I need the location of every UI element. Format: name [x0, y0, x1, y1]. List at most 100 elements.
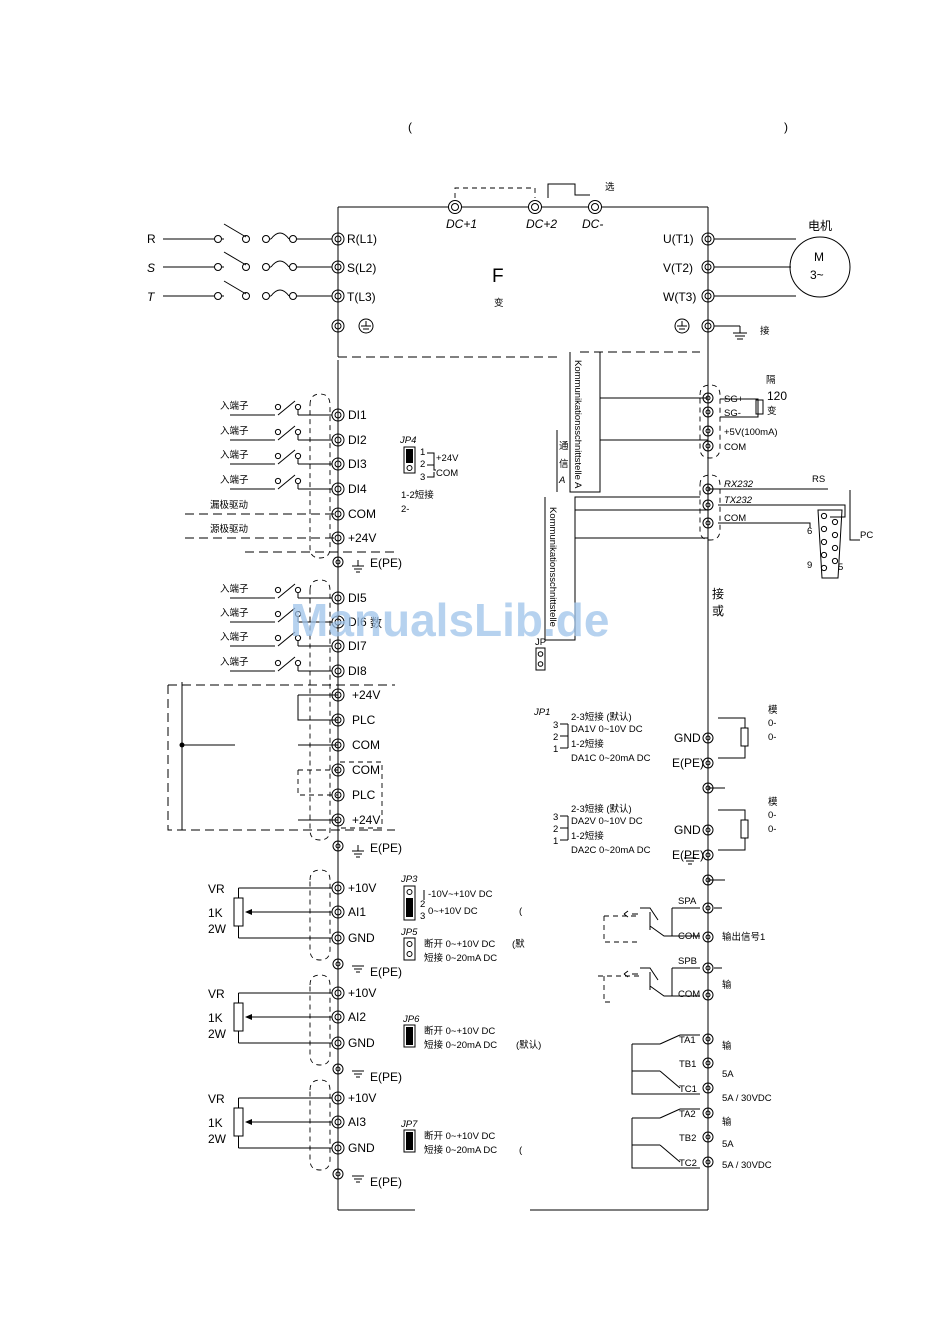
jumper-jp7[interactable]: JP7 断开 0~+10V DC 短接 0~20mA DC (: [400, 1119, 523, 1156]
jp4-pin3: 3: [420, 472, 425, 483]
plc-block-label-1: +24V: [352, 688, 380, 702]
ai3-terminal-1[interactable]: [331, 1091, 345, 1105]
ao2-gnd-terminal[interactable]: [702, 849, 714, 861]
ai3-terminal-3[interactable]: [331, 1141, 345, 1155]
ao1-gnd-terminal[interactable]: [702, 757, 714, 769]
ai1-label-1: +10V: [348, 881, 376, 895]
plc-block-terminal-4[interactable]: [331, 763, 345, 777]
ai2-terminal-1[interactable]: [331, 986, 345, 1000]
epe-terminal-1[interactable]: [332, 556, 344, 568]
ai3-terminal-2[interactable]: [331, 1115, 345, 1129]
terminal-r-l1[interactable]: [331, 232, 345, 246]
relay-1-rating-2: 5A / 30VDC: [722, 1093, 772, 1104]
potentiometer-icon[interactable]: [233, 1098, 252, 1148]
terminal-dc2[interactable]: [528, 200, 542, 214]
comm-port-terminal-1[interactable]: [702, 392, 714, 404]
di7-terminal[interactable]: [331, 639, 345, 653]
ao2-pin-1: 3: [553, 812, 558, 823]
ai1-terminal-1[interactable]: [331, 881, 345, 895]
di2-terminal[interactable]: [331, 433, 345, 447]
jumper-jp5[interactable]: JP5 断开 0~+10V DC 短接 0~20mA DC (默: [400, 927, 525, 964]
terminal-v-label: V(T2): [663, 261, 693, 275]
spa-terminal[interactable]: [702, 902, 714, 914]
ai3-epe-terminal[interactable]: [332, 1168, 344, 1180]
isolation-fragment: 隔: [766, 375, 776, 386]
ai1-epe-label: E(PE): [370, 965, 402, 979]
spb-com-label: COM: [678, 989, 700, 1000]
motor-lead-3: [701, 289, 796, 303]
spb-com-terminal[interactable]: [702, 989, 714, 1001]
relay-2-label-1: TA2: [679, 1109, 696, 1120]
di1-label: DI1: [348, 408, 367, 422]
ai1-terminal-2[interactable]: [331, 905, 345, 919]
jumper-jp3[interactable]: JP3 2 3 -10V~+10V DC 0~+10V DC (: [400, 874, 523, 922]
terminal-dc1[interactable]: [448, 200, 462, 214]
di6-terminal[interactable]: [331, 615, 345, 629]
plc-block-terminal-2[interactable]: [331, 713, 345, 727]
spa-com-terminal[interactable]: [702, 931, 714, 943]
comm-port-terminal-4[interactable]: [702, 440, 714, 452]
comm-port-terminal-3[interactable]: [702, 425, 714, 437]
ao2-note-default: 2-3短接 (默认): [571, 803, 632, 815]
terminal-dc-minus[interactable]: [588, 200, 602, 214]
di5-terminal[interactable]: [331, 591, 345, 605]
dc1-label: DC+1: [446, 217, 477, 231]
ao1-out-terminal[interactable]: [702, 732, 714, 744]
ao1-note-c: DA1C 0~20mA DC: [571, 753, 651, 764]
jumper-jp4[interactable]: JP4 1 2 3 +24V COM 1-2短接 2-: [399, 435, 459, 515]
terminal-s-l2[interactable]: [331, 260, 345, 274]
db9-connector-icon[interactable]: 6 9 5: [807, 509, 843, 579]
comm-port-terminal-2[interactable]: [702, 406, 714, 418]
relay-2-terminal-2[interactable]: [702, 1131, 714, 1143]
power-label-2: 2W: [208, 1027, 227, 1041]
ai2-terminal-3[interactable]: [331, 1036, 345, 1050]
sink-drive-label: 漏极驱动: [210, 499, 248, 511]
breaker-phase-3: [163, 280, 345, 303]
ao2-v1: 0-: [768, 810, 776, 821]
relay-2-terminal-3[interactable]: [702, 1156, 714, 1168]
relay-1-terminal-1[interactable]: [702, 1033, 714, 1045]
ao2-out-terminal[interactable]: [702, 824, 714, 836]
plc-block-terminal-6[interactable]: [331, 813, 345, 827]
plc-block-terminal-1[interactable]: [331, 688, 345, 702]
relay-2-terminal-1[interactable]: [702, 1107, 714, 1119]
jp4-pin1: 1: [420, 447, 425, 458]
di1-terminal[interactable]: [331, 408, 345, 422]
power-label-1: 2W: [208, 922, 227, 936]
breaker-phase-1: [163, 223, 345, 246]
di8-terminal[interactable]: [331, 664, 345, 678]
jp5-short: 短接 0~20mA DC: [424, 952, 497, 964]
relay-1-out-label: 输: [722, 1040, 732, 1052]
ai2-epe-terminal[interactable]: [332, 1063, 344, 1075]
terminal-t-l3[interactable]: [331, 289, 345, 303]
vr-label-1: VR: [208, 882, 225, 896]
relay-1-rating-1: 5A: [722, 1069, 734, 1080]
plc-block-terminal-5[interactable]: [331, 788, 345, 802]
terminal-pe-left[interactable]: [331, 319, 345, 333]
potentiometer-icon[interactable]: [233, 888, 252, 938]
relay-1-terminal-2[interactable]: [702, 1057, 714, 1069]
ai1-epe-terminal[interactable]: [332, 958, 344, 970]
spb-terminal[interactable]: [702, 962, 714, 974]
plc-block-terminal-3[interactable]: [331, 738, 345, 752]
relay-1-terminal-3[interactable]: [702, 1082, 714, 1094]
rs232-terminal-3[interactable]: [702, 517, 714, 529]
ai2-terminal-2[interactable]: [331, 1010, 345, 1024]
epe-label-1: E(PE): [370, 556, 402, 570]
di4-label: DI4: [348, 482, 367, 496]
di4-terminal[interactable]: [331, 482, 345, 496]
ai1-terminal-3[interactable]: [331, 931, 345, 945]
ground-icon: [674, 318, 690, 334]
potentiometer-icon[interactable]: [233, 993, 252, 1043]
di3-terminal[interactable]: [331, 457, 345, 471]
epe-terminal-2[interactable]: [332, 840, 344, 852]
rs232-terminal-2[interactable]: [702, 499, 714, 511]
rs232-label-2: TX232: [724, 495, 753, 506]
jp4-label: JP4: [399, 435, 416, 446]
ao1-pin-3: 1: [553, 744, 558, 755]
jp6-short: 短接 0~20mA DC: [424, 1039, 497, 1051]
jumper-jp6[interactable]: JP6 断开 0~+10V DC 短接 0~20mA DC (默认): [402, 1014, 541, 1051]
ao1-pin-1: 3: [553, 720, 558, 731]
motor-label-fragment: 电机: [808, 219, 832, 233]
